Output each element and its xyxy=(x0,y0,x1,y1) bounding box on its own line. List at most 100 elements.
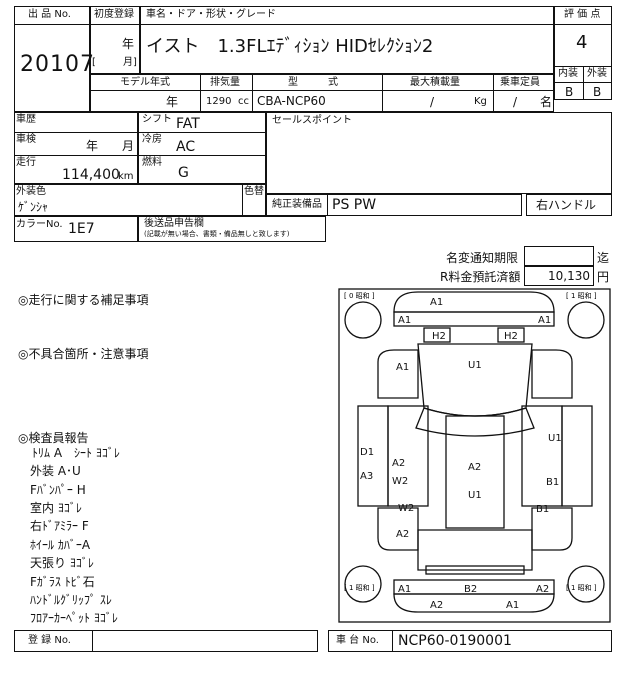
notice-deadline-label: 名変通知期限 xyxy=(446,251,519,265)
diagram-corner-top-left: [ 0 昭和 ] xyxy=(344,291,375,300)
sales-points-box xyxy=(266,112,612,194)
documents-box xyxy=(138,216,326,242)
equipment-box xyxy=(266,194,522,216)
lot-number-box xyxy=(14,6,90,112)
overall-grade: 4 xyxy=(576,32,588,53)
notice-deadline-box xyxy=(524,246,594,266)
mark-rear-bumper-a: A2 xyxy=(430,600,443,611)
inspector-item: 天張り ﾖｺﾞﾚ xyxy=(30,556,94,570)
ac-label: 冷房 xyxy=(142,134,162,145)
recycle-fee-box xyxy=(524,266,594,286)
color-label: 外装色 xyxy=(16,186,46,197)
lot-number: 20107 xyxy=(20,52,95,77)
notice-deadline-unit: 迄 xyxy=(597,251,610,265)
defects-label: ◎不具合箇所・注意事項 xyxy=(18,347,149,361)
documents-note: (記載が無い場合、書類・備品無しと致します) xyxy=(144,230,290,238)
wheel-front-left xyxy=(344,301,382,339)
mark-right-front: U1 xyxy=(548,433,562,444)
diagram-corner-top-right: [ 1 昭和 ] xyxy=(566,291,597,300)
recycle-fee-unit: 円 xyxy=(597,270,610,284)
capacity-value: / xyxy=(513,95,518,109)
shift-value: FAT xyxy=(176,116,200,132)
vehicle-name: イスト 1.3FLｴﾃﾞｨｼｮﾝ HIDｾﾚｸｼｮﾝ2 xyxy=(146,36,434,57)
grade-label: 評 価 点 xyxy=(564,9,601,20)
capacity-label: 乗車定員 xyxy=(500,77,540,88)
wheel-front-right xyxy=(567,301,605,339)
displacement-value: 1290 xyxy=(206,96,232,107)
diagram-corner-bottom-right: [ 1 昭和 ] xyxy=(566,583,597,592)
vehicle-name-label: 車名・ドア・形状・グレード xyxy=(146,9,276,20)
mileage-value: 114,400 xyxy=(62,167,120,183)
mark-roof-a: A2 xyxy=(468,462,481,473)
mark-rear-bumper-b: A1 xyxy=(506,600,519,611)
mark-left-rear-a: A2 xyxy=(396,529,409,540)
mark-left-quarter: A3 xyxy=(360,471,373,482)
driving-notes-label: ◎走行に関する補足事項 xyxy=(18,293,149,307)
model-type-label: 型 式 xyxy=(288,77,338,88)
repaint-label: 色替 xyxy=(244,186,264,197)
inspector-item: 外装 A･U xyxy=(30,464,81,478)
mark-left-pillar: D1 xyxy=(360,447,374,458)
spec-row xyxy=(90,74,554,112)
inspection-month: 月 xyxy=(122,139,135,153)
mark-headlight-right: H2 xyxy=(504,331,518,342)
first-registration-month-open: [ xyxy=(92,57,96,68)
inspector-item: ﾄﾘﾑ A ｼｰﾄ ﾖｺﾞﾚ xyxy=(32,446,120,460)
max-load-unit: Kg xyxy=(474,96,487,107)
steering-value: 右ハンドル xyxy=(536,198,597,212)
mark-left-door-w: W2 xyxy=(392,476,408,487)
max-load-value: / xyxy=(430,95,435,109)
chassis-no-box xyxy=(328,630,612,652)
interior-grade: B xyxy=(565,85,574,99)
interior-grade-label: 内装 xyxy=(558,68,578,79)
max-load-label: 最大積載量 xyxy=(410,77,460,88)
inspection-year: 年 xyxy=(86,139,99,153)
first-registration-year-unit: 年 xyxy=(122,37,135,51)
model-year-label: モデル年式 xyxy=(120,77,170,88)
color-box xyxy=(14,184,266,216)
displacement-label: 排気量 xyxy=(210,77,240,88)
inspection-label: 車検 xyxy=(16,134,36,145)
fuel-value: G xyxy=(178,165,189,181)
mileage-label: 走行 xyxy=(16,157,36,168)
mark-front-bumper: A1 xyxy=(430,297,443,308)
sales-points-label: セールスポイント xyxy=(272,115,352,126)
mark-right-rear-door: B1 xyxy=(546,477,559,488)
registration-no-box xyxy=(14,630,318,652)
inspector-item: ﾎｲｰﾙ ｶﾊﾞｰA xyxy=(30,538,91,552)
recycle-fee-value: 10,130 xyxy=(548,269,590,283)
inspector-item: 室内 ﾖｺﾞﾚ xyxy=(30,501,82,515)
mark-left-rear-w: W2 xyxy=(398,503,414,514)
exterior-grade: B xyxy=(593,85,602,99)
history-box xyxy=(14,112,138,184)
mark-rear-right: A2 xyxy=(536,584,549,595)
equipment-label: 純正装備品 xyxy=(272,199,322,210)
model-year-unit: 年 xyxy=(166,95,179,109)
inspector-item: 右ﾄﾞｱﾐﾗｰ F xyxy=(30,519,89,533)
spec2-box xyxy=(138,112,266,184)
mileage-unit: km xyxy=(118,171,134,182)
car-damage-diagram: [ 0 昭和 ] [ 1 昭和 ] [ 1 昭和 ] [ 1 昭和 ] A1 A… xyxy=(338,288,611,623)
history-label: 車歴 xyxy=(16,114,36,125)
ac-value: AC xyxy=(176,139,196,155)
mark-left-fender: A1 xyxy=(396,362,409,373)
wheel-rear-left xyxy=(344,565,382,603)
shift-label: シフト xyxy=(142,114,172,125)
recycle-fee-label: R料金預託済額 xyxy=(440,270,521,284)
color-value: ｹﾞﾝｼｬ xyxy=(18,200,49,214)
capacity-unit: 名 xyxy=(540,95,553,109)
color-no-box xyxy=(14,216,138,242)
fuel-label: 燃料 xyxy=(142,157,162,168)
chassis-no-label: 車 台 No. xyxy=(336,635,379,646)
inspector-item: Fｶﾞﾗｽ ﾄﾋﾞ石 xyxy=(30,575,95,589)
color-no-value: 1E7 xyxy=(68,221,95,237)
first-registration-box xyxy=(90,6,140,74)
exterior-grade-label: 外装 xyxy=(587,68,607,79)
inspector-report-label: ◎検査員報告 xyxy=(18,431,89,445)
mark-headlight-left: H2 xyxy=(432,331,446,342)
inspector-item: ﾊﾝﾄﾞﾙｸﾞﾘｯﾌﾟ ｽﾚ xyxy=(30,593,112,607)
wheel-rear-right xyxy=(567,565,605,603)
mark-right-rear: B1 xyxy=(536,504,549,515)
first-registration-month-unit: 月] xyxy=(123,57,137,68)
inspector-item: Fﾊﾞﾝﾊﾟｰ H xyxy=(30,483,86,497)
